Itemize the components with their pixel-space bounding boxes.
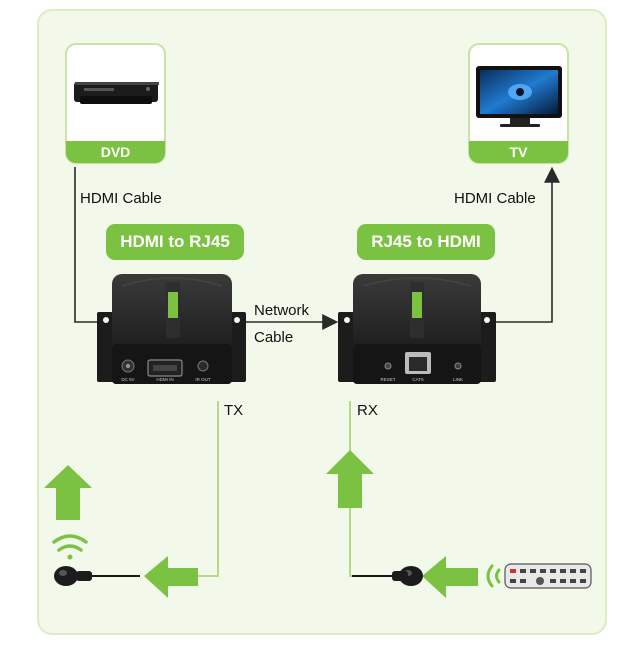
hdmi-cable-label-right: HDMI Cable [454, 190, 536, 207]
tx-label: TX [224, 402, 244, 419]
rx-extender-icon [338, 274, 496, 384]
wifi-signal-icon [52, 534, 88, 560]
network-cable-label-line2: Cable [254, 329, 294, 346]
up-arrow-icon [326, 450, 374, 508]
tx-dc-port-label: DC 5V [121, 377, 134, 382]
up-arrow-icon [44, 465, 92, 520]
tv-label: TV [469, 141, 568, 163]
ir-transmitter-icon [54, 566, 140, 586]
tv-icon [476, 66, 562, 127]
tx-irout-port-label: IR OUT [195, 377, 211, 382]
tx-title: HDMI to RJ45 [106, 224, 244, 260]
rx-label: RX [357, 402, 378, 419]
ir-receiver-icon [352, 566, 423, 586]
remote-control-icon [504, 563, 592, 589]
dvd-player-icon [74, 82, 159, 104]
tx-extender-icon [97, 274, 246, 384]
tx-ir-line [197, 401, 219, 577]
tx-hdmi-port-label: HDMI IN [156, 377, 173, 382]
dvd-label: DVD [66, 141, 165, 163]
rx-reset-port-label: RESET [380, 377, 395, 382]
hdmi-cable-line-right [489, 166, 560, 323]
rx-link-port-label: LINK [453, 377, 463, 382]
hdmi-cable-label-left: HDMI Cable [80, 190, 162, 207]
network-cable-label-line1: Network [254, 302, 310, 319]
rx-title: RJ45 to HDMI [357, 224, 495, 260]
rx-cat-port-label: CAT6 [412, 377, 424, 382]
left-arrow-icon [144, 556, 198, 598]
wifi-signal-icon [486, 564, 501, 588]
left-arrow-icon [422, 556, 478, 598]
